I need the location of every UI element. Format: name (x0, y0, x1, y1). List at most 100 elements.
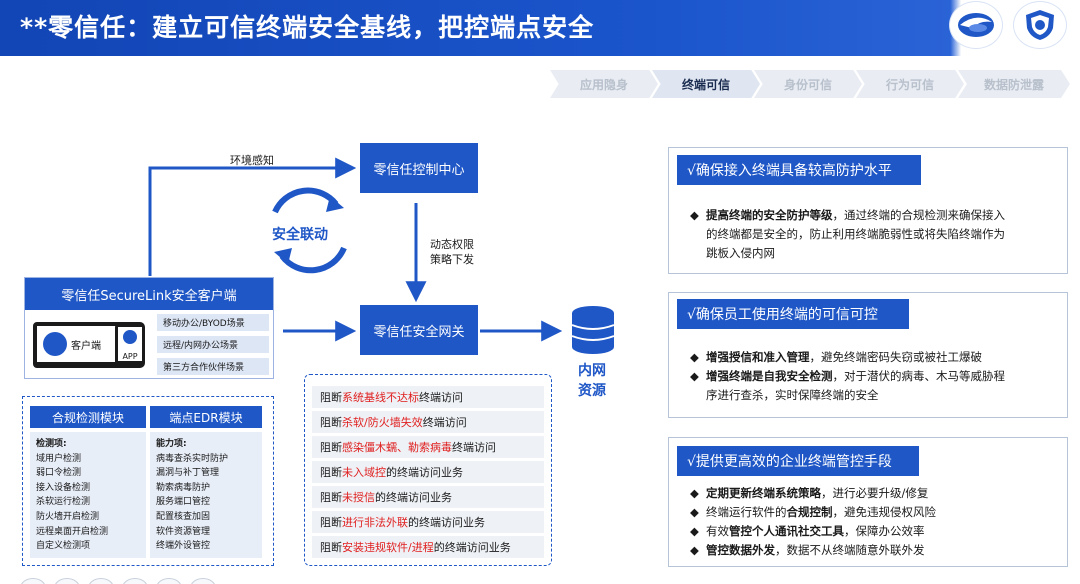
panel1-bullet: ◆提高终端的安全防护等级，通过终端的合规检测来确保接入 的终端都是安全的，防止利… (690, 206, 1062, 263)
panel2-title: √确保员工使用终端的可信可控 (677, 299, 909, 329)
block-prefix: 阻断 (320, 391, 342, 404)
scene-tag-remote: 远程/内网办公场景 (157, 336, 269, 353)
block-highlight: 感染僵木蠕、勒索病毒 (342, 441, 452, 454)
block-item: 阻断进行非法外联的终端访问业务 (312, 511, 544, 533)
page-title: **零信任：建立可信终端安全基线，把控端点安全 (20, 13, 595, 42)
block-highlight: 杀软/防火墙失效 (342, 416, 423, 429)
block-prefix: 阻断 (320, 491, 342, 504)
block-suffix: 的终端访问业务 (375, 491, 452, 504)
edr-module-body: 能力项: 病毒查杀实时防护 漏洞与补丁管理 勒索病毒防护 服务端口管控 配置核查… (150, 432, 262, 558)
block-suffix: 终端访问 (452, 441, 496, 454)
block-item: 阻断杀软/防火墙失效终端访问 (312, 411, 544, 433)
edr-module-title: 端点EDR模块 (150, 406, 262, 428)
client-logo-icon (43, 332, 67, 356)
capability-item: 配置核查加固 (156, 511, 211, 522)
env-sense-label: 环境感知 (230, 154, 274, 167)
block-suffix: 的终端访问业务 (386, 466, 463, 479)
block-item: 阻断未授信的终端访问业务 (312, 486, 544, 508)
diamond-bullet-icon: ◆ (690, 486, 699, 500)
scene-tag-mobile: 移动办公/BYOD场景 (157, 314, 269, 331)
bullet-text: ，进行必要升级/修复 (821, 486, 929, 500)
panel3-title: √提供更高效的企业终端管控手段 (677, 446, 919, 476)
shield-logo-icon (1014, 2, 1066, 48)
block-item: 阻断安装违规软件/进程的终端访问业务 (312, 536, 544, 558)
capability-item: 终端外设管控 (156, 541, 211, 552)
security-linkage-label: 安全联动 (272, 227, 328, 243)
bullet-bold: 增强授信和准入管理 (706, 350, 810, 364)
modules-group (22, 396, 274, 566)
block-item: 阻断系统基线不达标终端访问 (312, 386, 544, 408)
bullet-text: ，通过终端的合规检测来确保接入 (832, 208, 1006, 222)
header-bar: **零信任：建立可信终端安全基线，把控端点安全 (0, 0, 1080, 56)
bullet-text: 终端运行软件的 (706, 505, 787, 519)
bullet-bold: 定期更新终端系统策略 (706, 486, 821, 500)
policy-label-line2: 策略下发 (430, 253, 474, 266)
block-prefix: 阻断 (320, 416, 342, 429)
diamond-bullet-icon: ◆ (690, 369, 699, 383)
check-item: 远程桌面开启检测 (36, 526, 109, 537)
diamond-bullet-icon: ◆ (690, 505, 699, 519)
client-app-label: 客户端 (71, 340, 101, 352)
bullet-text: ，保障办公效率 (844, 524, 925, 538)
block-prefix: 阻断 (320, 541, 342, 554)
block-suffix: 终端访问 (419, 391, 463, 404)
compliance-module-title: 合规检测模块 (30, 406, 146, 428)
capability-item: 病毒查杀实时防护 (156, 453, 229, 464)
panel3-bullets: ◆ 定期更新终端系统策略，进行必要升级/修复 ◆ 终端运行软件的合规控制，避免违规侵… (690, 484, 1062, 560)
block-item: 阻断未入域控的终端访问业务 (312, 461, 544, 483)
block-highlight: 安装违规软件/进程 (342, 541, 434, 554)
block-suffix: 终端访问 (422, 416, 467, 429)
app-logo-icon (123, 330, 137, 344)
block-item: 阻断感染僵木蠕、勒索病毒终端访问 (312, 436, 544, 458)
check-item: 弱口令检测 (36, 468, 82, 479)
bullet-bold: 管控个人通讯社交工具 (729, 524, 844, 538)
block-highlight: 未授信 (342, 491, 375, 504)
bullet-text: ，数据不从终端随意外联外发 (775, 543, 925, 557)
intranet-label: 内网 (578, 363, 606, 379)
block-prefix: 阻断 (320, 466, 342, 479)
block-prefix: 阻断 (320, 516, 342, 529)
control-center-box: 零信任控制中心 (360, 143, 478, 193)
stage-app-hidden: 应用隐身 (550, 70, 658, 98)
check-item: 杀软运行检测 (36, 497, 91, 508)
app-label: APP (122, 352, 138, 361)
edr-heading: 能力项: (156, 439, 187, 449)
block-highlight: 进行非法外联 (342, 516, 408, 529)
check-item: 域用户检测 (36, 453, 82, 464)
stage-identity-trust: 身份可信 (754, 70, 862, 98)
stage-behavior-trust: 行为可信 (856, 70, 964, 98)
bullet-bold: 增强终端是自我安全检测 (706, 369, 833, 383)
block-highlight: 系统基线不达标 (342, 391, 419, 404)
capability-item: 软件资源管理 (156, 526, 211, 537)
stage-terminal-trust: 终端可信 (652, 70, 760, 98)
capability-item: 漏洞与补丁管理 (156, 468, 220, 479)
bullet-text: ，避免违规侵权风险 (832, 505, 937, 519)
block-prefix: 阻断 (320, 441, 342, 454)
diamond-bullet-icon: ◆ (690, 350, 699, 364)
bullet-bold: 合规控制 (786, 505, 833, 519)
capability-item: 服务端口管控 (156, 497, 211, 508)
resource-label: 资源 (578, 383, 606, 399)
panel1-title: √确保接入终端具备较高防护水平 (677, 155, 921, 185)
block-highlight: 未入域控 (342, 466, 386, 479)
block-list-group (304, 374, 552, 566)
client-title: 零信任SecureLink安全客户端 (25, 278, 273, 310)
check-item: 防火墙开启检测 (36, 511, 100, 522)
policy-label-line1: 动态权限 (430, 238, 474, 251)
check-item: 自定义检测项 (36, 541, 91, 552)
diamond-bullet-icon: ◆ (690, 543, 699, 557)
bullet-text: 序进行查杀，实时保障终端的安全 (706, 388, 879, 402)
panel2-bullets: ◆增强授信和准入管理，避免终端密码失窃或被社工爆破 ◆增强终端是自我安全检测，对… (690, 348, 1062, 405)
phone-icon: APP (115, 322, 145, 368)
bullet-text: ，避免终端密码失窃或被社工爆破 (809, 350, 983, 364)
bullet-text: 有效 (706, 524, 729, 538)
stage-data-leak-prevention: 数据防泄露 (958, 70, 1070, 98)
security-gateway-box: 零信任安全网关 (360, 305, 478, 355)
bullet-bold: 提高终端的安全防护等级 (706, 208, 833, 222)
block-suffix: 的终端访问业务 (433, 541, 511, 554)
block-suffix: 的终端访问业务 (408, 516, 485, 529)
database-icon (571, 306, 615, 354)
compliance-module-body: 检测项: 域用户检测 弱口令检测 接入设备检测 杀软运行检测 防火墙开启检测 远… (30, 432, 146, 558)
bullet-text: 跳板入侵内网 (706, 246, 775, 260)
